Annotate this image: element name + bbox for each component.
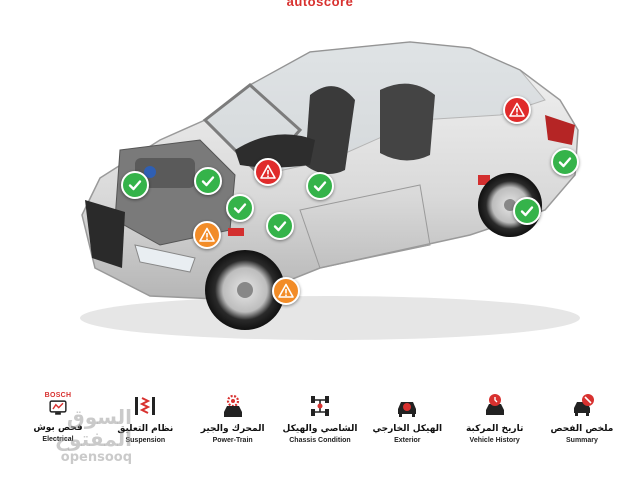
marker-ok[interactable] <box>194 167 222 195</box>
warning-icon <box>199 227 215 242</box>
check-icon <box>313 181 327 192</box>
engine-cap <box>144 166 156 178</box>
car-cutaway-illustration <box>80 41 580 340</box>
category-vehicle-history-en: Vehicle History <box>469 437 520 444</box>
vehicle-history-icon <box>485 394 504 415</box>
car-shadow <box>80 296 580 340</box>
front-wheel <box>205 250 285 330</box>
category-summary-en: Summary <box>566 437 598 444</box>
check-icon <box>558 157 572 168</box>
door-line <box>299 184 431 269</box>
marker-ok[interactable] <box>266 212 294 240</box>
rear-seat <box>380 83 435 161</box>
brand-logo-text: autoscore <box>286 0 354 9</box>
inspection-categories: ملخص الفحص Summary تاريخ المركبة Vehicle… <box>20 392 620 462</box>
marker-ok[interactable] <box>551 148 579 176</box>
marker-ok[interactable] <box>121 171 149 199</box>
marker-ok[interactable] <box>513 197 541 225</box>
summary-icon <box>573 394 594 416</box>
category-bosch[interactable]: BOSCH فحص بوش Electrical <box>20 392 96 462</box>
marker-alert[interactable] <box>254 158 282 186</box>
dashboard <box>235 134 315 168</box>
engine-cover <box>135 158 195 188</box>
marker-alert[interactable] <box>503 96 531 124</box>
category-chassis-ar: الشاصي والهيكل <box>282 424 358 434</box>
category-suspension[interactable]: نظام التعليق Suspension <box>107 392 183 462</box>
category-powertrain[interactable]: المحرك والجير Power-Train <box>195 392 271 462</box>
bosch-logo: BOSCH <box>44 392 72 399</box>
front-suspension-part <box>228 228 244 236</box>
category-summary[interactable]: ملخص الفحص Summary <box>544 392 620 462</box>
category-exterior-en: Exterior <box>394 437 421 444</box>
powertrain-icon <box>223 394 242 417</box>
warning-icon <box>509 102 525 117</box>
exterior-icon <box>398 402 417 417</box>
category-bosch-en: Electrical <box>42 436 74 443</box>
category-suspension-en: Suspension <box>125 437 166 444</box>
warning-icon <box>260 164 276 179</box>
category-summary-ar: ملخص الفحص <box>550 424 614 434</box>
rear-light <box>545 115 575 145</box>
category-chassis[interactable]: الشاصي والهيكل Chassis Condition <box>282 392 358 462</box>
marker-warn[interactable] <box>193 221 221 249</box>
category-exterior-ar: الهيكل الخارجي <box>372 424 443 434</box>
category-bosch-ar: فحص بوش <box>33 423 83 433</box>
chassis-icon <box>310 396 329 416</box>
category-chassis-en: Chassis Condition <box>289 437 351 444</box>
suspension-icon <box>135 397 156 415</box>
category-vehicle-history-ar: تاريخ المركبة <box>465 424 524 434</box>
headlight <box>134 244 196 273</box>
marker-warn[interactable] <box>272 277 300 305</box>
check-icon <box>201 176 215 187</box>
bosch-icon <box>49 400 67 415</box>
warning-icon <box>278 283 294 298</box>
rear-suspension-part <box>478 175 490 185</box>
check-icon <box>273 221 287 232</box>
check-icon <box>233 203 247 214</box>
check-icon <box>128 180 142 191</box>
front-seat <box>305 86 355 174</box>
marker-ok[interactable] <box>306 172 334 200</box>
category-exterior[interactable]: الهيكل الخارجي Exterior <box>369 392 445 462</box>
marker-ok[interactable] <box>226 194 254 222</box>
category-powertrain-en: Power-Train <box>212 437 253 444</box>
category-powertrain-ar: المحرك والجير <box>200 424 265 434</box>
category-suspension-ar: نظام التعليق <box>117 424 174 434</box>
category-vehicle-history[interactable]: تاريخ المركبة Vehicle History <box>457 392 533 462</box>
front-grille <box>85 200 125 268</box>
check-icon <box>520 206 534 217</box>
